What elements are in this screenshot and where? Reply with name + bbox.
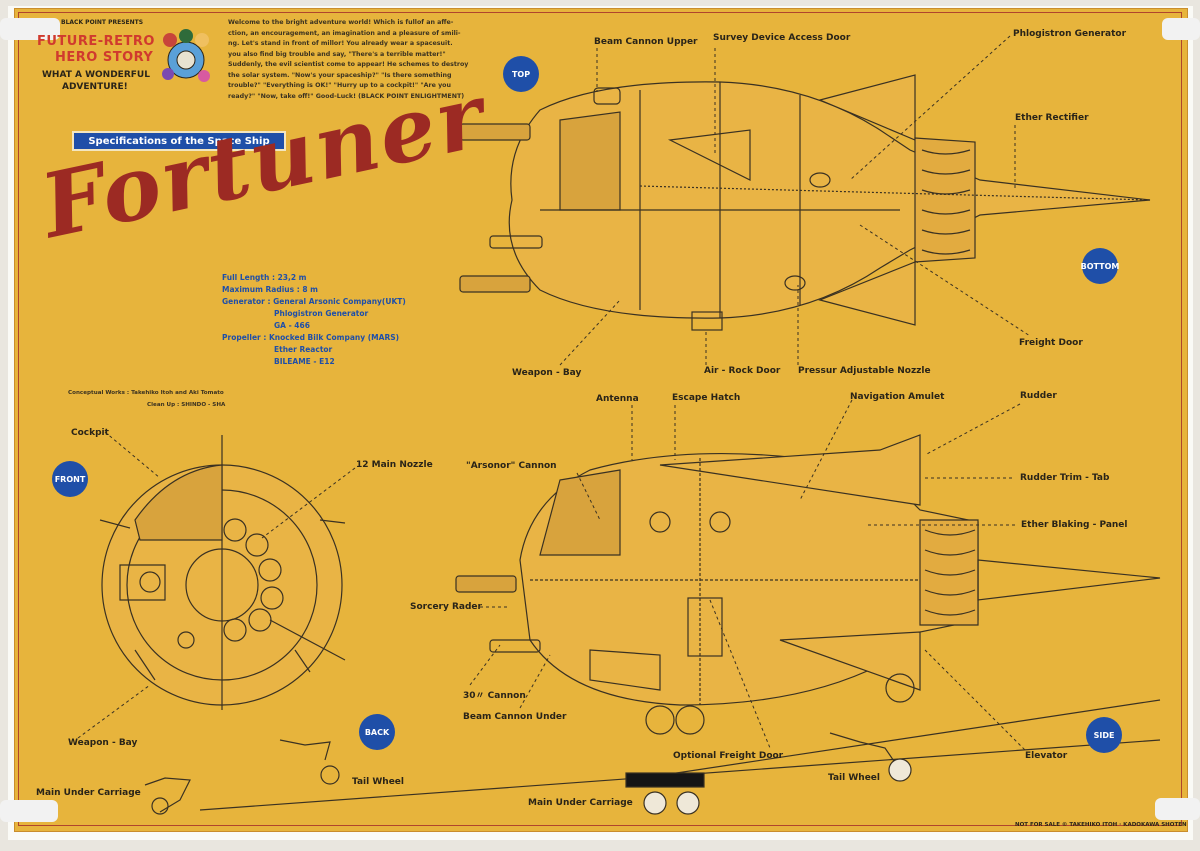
spec-row: Full Length : 23,2 m <box>222 272 452 284</box>
spec-row: Maximum Radius : 8 m <box>222 284 452 296</box>
label-optional-freight-door: Optional Freight Door <box>673 751 784 761</box>
intro-line: you also find big trouble and say, "Ther… <box>228 50 446 58</box>
view-badge-side: SIDE <box>1086 717 1122 753</box>
intro-line: the solar system. "Now's your spaceship?… <box>228 71 452 79</box>
spec-row: BILEAME - E12 <box>222 356 452 368</box>
spec-value: 23,2 m <box>277 273 307 282</box>
label-survey-door: Survey Device Access Door <box>713 33 851 43</box>
corner-clip <box>0 18 60 40</box>
intro-line: ction, an encouragement, an imagination … <box>228 29 461 37</box>
footer-copyright: NOT FOR SALE © TAKEHIKO ITOH · KADOKAWA … <box>1015 822 1187 828</box>
corner-clip <box>1155 798 1200 820</box>
intro-line: Welcome to the bright adventure world! W… <box>228 19 454 26</box>
label-beam-cannon-under: Beam Cannon Under <box>463 712 567 722</box>
side-view-drawing <box>199 434 1161 815</box>
spec-key <box>222 344 274 356</box>
leader-lines <box>77 35 1031 751</box>
label-antenna: Antenna <box>596 394 639 404</box>
label-air-rock-door: Air - Rock Door <box>704 366 781 376</box>
spec-row: Propeller : Knocked Bilk Company (MARS) <box>222 332 452 344</box>
presents-text: BLACK POINT PRESENTS <box>61 19 144 26</box>
credit-line-2: Clean Up : SHINDO - SHA <box>147 402 226 408</box>
view-badge-back: BACK <box>359 714 395 750</box>
view-badge-bottom: BOTTOM <box>1081 248 1119 284</box>
view-badge-front: FRONT <box>52 461 88 497</box>
intro-line: Suddenly, the evil scientist come to app… <box>228 61 469 68</box>
intro-line: trouble?" "Everything is OK!" "Hurry up … <box>228 82 451 89</box>
poster-red-border <box>18 12 1182 826</box>
intro-line: ng. Let's stand in front of millor! You … <box>228 40 453 47</box>
spec-key: Generator : <box>222 297 274 306</box>
label-ether-blaking: Ether Blaking - Panel <box>1021 520 1128 530</box>
label-rudder-trim: Rudder Trim - Tab <box>1020 473 1110 483</box>
intro-line: ready?" "Now, take off!" Good-Luck! (BLA… <box>228 92 465 100</box>
label-rudder: Rudder <box>1020 391 1057 401</box>
label-tail-wheel-side: Tail Wheel <box>828 773 880 783</box>
spec-key: Full Length : <box>222 273 278 282</box>
label-elevator: Elevator <box>1025 751 1068 761</box>
label-phlogistron: Phlogistron Generator <box>1013 29 1127 39</box>
front-back-view-drawing <box>99 435 346 815</box>
spec-row: Generator : General Arsonic Company(UKT) <box>222 296 452 308</box>
spec-value: GA - 466 <box>274 321 310 330</box>
spec-banner-text: Specifications of the Space Ship <box>88 135 270 147</box>
spec-value: General Arsonic Company(UKT) <box>273 297 406 306</box>
label-escape-hatch: Escape Hatch <box>672 393 741 403</box>
label-arsonor-cannon: "Arsonor" Cannon <box>466 461 557 471</box>
label-30-cannon: 30〃 Cannon <box>463 691 526 701</box>
label-main-under-carriage-front: Main Under Carriage <box>36 788 141 798</box>
label-main-under-carriage-side: Main Under Carriage <box>528 798 633 808</box>
label-navigation-amulet: Navigation Amulet <box>850 392 945 402</box>
top-view-drawing <box>459 74 1151 331</box>
intro-paragraph: Welcome to the bright adventure world! W… <box>228 18 503 102</box>
tagline-1: WHAT A WONDERFUL <box>42 70 150 80</box>
label-tail-wheel-front: Tail Wheel <box>352 777 404 787</box>
label-weapon-bay-front: Weapon - Bay <box>68 738 138 748</box>
credit-line-1: Conceptual Works : Takehiko Itoh and Aki… <box>68 390 224 396</box>
view-badge-top: TOP <box>503 56 539 92</box>
spec-row: GA - 466 <box>222 320 452 332</box>
logo-mascot-emblem <box>158 28 214 88</box>
label-pressur-nozzle: Pressur Adjustable Nozzle <box>798 366 931 376</box>
label-sorcery-rader: Sorcery Rader <box>410 602 482 612</box>
label-cockpit: Cockpit <box>71 428 109 438</box>
spec-key: Maximum Radius : <box>222 285 303 294</box>
label-freight-door: Freight Door <box>1019 338 1083 348</box>
spec-value: Knocked Bilk Company (MARS) <box>268 333 400 342</box>
label-beam-cannon-upper: Beam Cannon Upper <box>594 37 698 47</box>
spec-value: Ether Reactor <box>274 345 333 354</box>
label-12-main-nozzle: 12 Main Nozzle <box>356 460 433 470</box>
spec-row: Ether Reactor <box>222 344 452 356</box>
spec-key: Propeller : <box>222 333 269 342</box>
spec-row: Phlogistron Generator <box>222 308 452 320</box>
spec-key <box>222 320 274 332</box>
spec-key <box>222 356 274 368</box>
spec-value: BILEAME - E12 <box>274 357 335 366</box>
spec-key <box>222 308 274 320</box>
spec-value: Phlogistron Generator <box>274 309 369 318</box>
spec-value: 8 m <box>302 285 318 294</box>
corner-clip <box>0 800 58 822</box>
label-ether-rectifier: Ether Rectifier <box>1015 113 1089 123</box>
logo-line-1: FUTURE-RETRO <box>37 34 155 49</box>
spec-banner: Specifications of the Space Ship <box>72 131 286 151</box>
label-weapon-bay-top: Weapon - Bay <box>512 368 582 378</box>
logo-line-2: HERO STORY <box>55 50 154 65</box>
corner-clip <box>1162 18 1200 40</box>
tagline-2: ADVENTURE! <box>62 82 128 92</box>
